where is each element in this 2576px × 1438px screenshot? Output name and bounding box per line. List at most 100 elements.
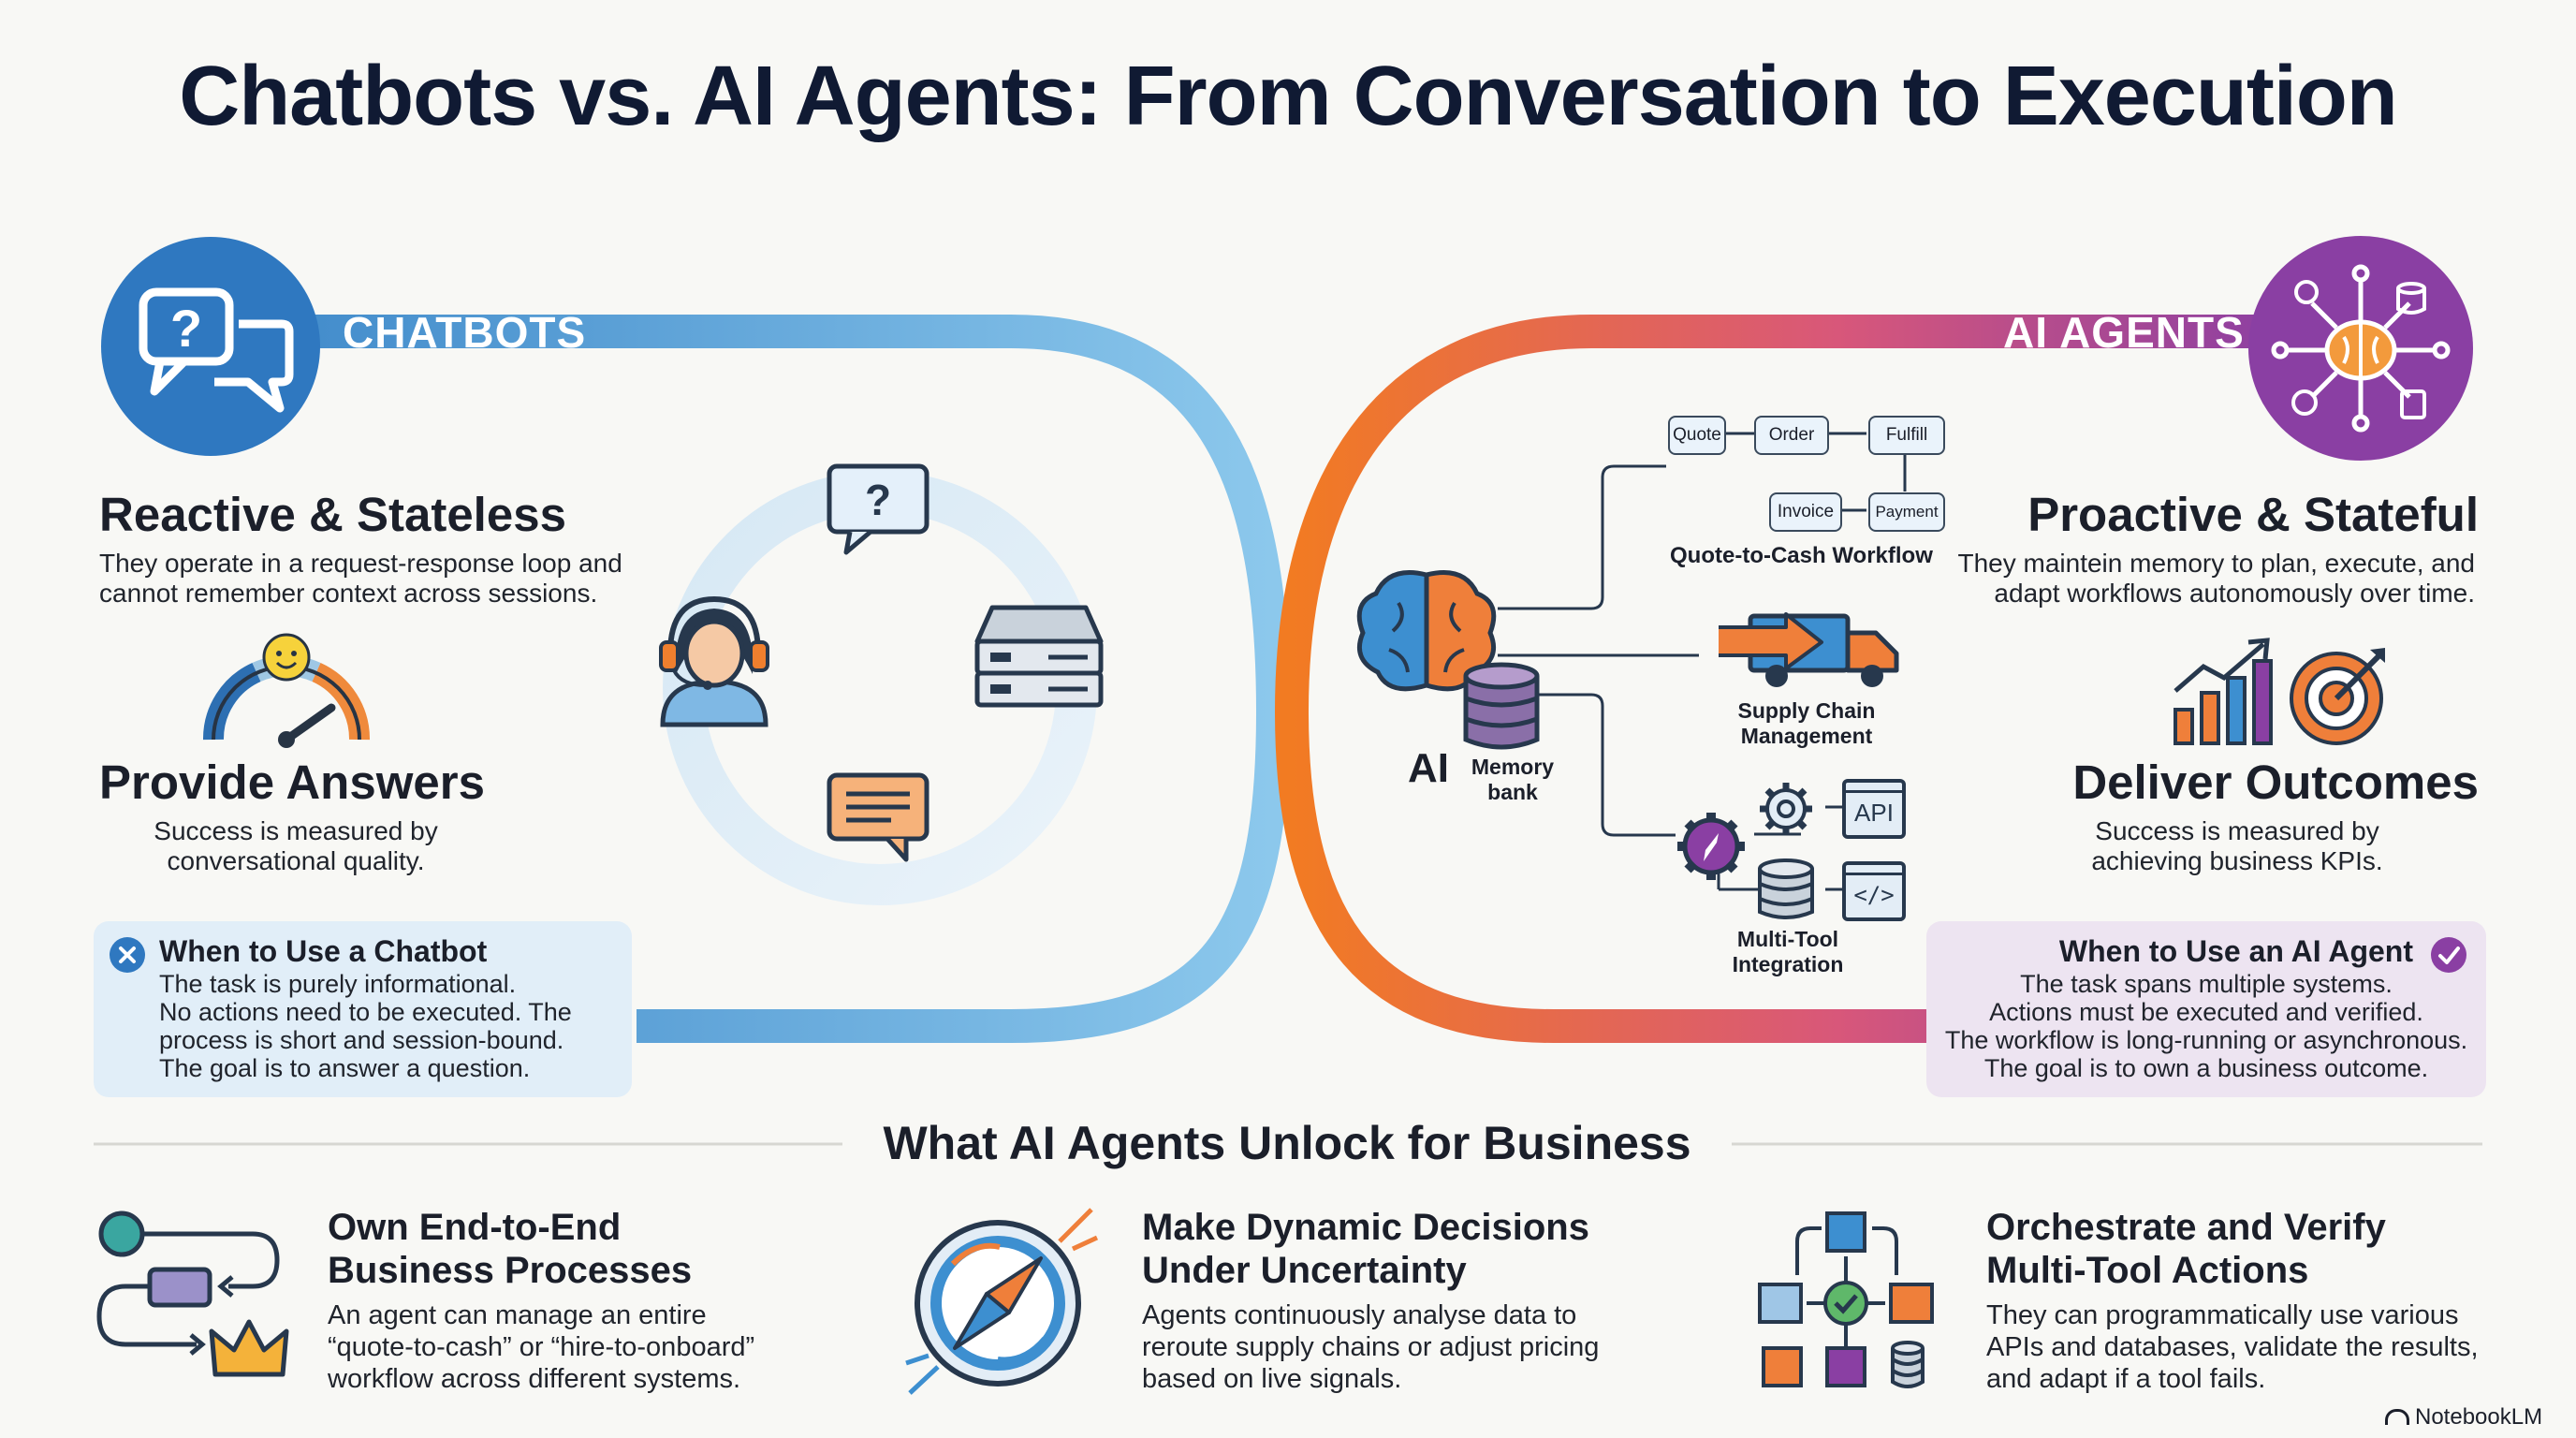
feature-2-text-line: Agents continuously analyse data to: [1142, 1300, 1577, 1330]
agent-trait-text: They maintein memory to plan, execute, a…: [1872, 549, 2475, 609]
agent-goal-title: Deliver Outcomes: [2072, 756, 2479, 809]
support-agent-icon: [659, 595, 769, 727]
feature-3-text-line: and adapt if a tool fails.: [1986, 1364, 2266, 1394]
svg-text:?: ?: [170, 299, 202, 358]
feature-1-text: An agent can manage an entire “quote-to-…: [328, 1299, 754, 1395]
close-icon: [110, 937, 145, 973]
feature-3-title-line-2: Multi-Tool Actions: [1986, 1250, 2309, 1291]
supply-chain-line-1: Supply Chain: [1737, 698, 1876, 723]
chatbot-when-title: When to Use a Chatbot: [159, 934, 488, 968]
gear-icon: [1760, 783, 1812, 835]
workflow-step-quote: Quote: [1668, 416, 1726, 455]
question-bubble-icon: ?: [827, 463, 929, 555]
feature-3-text-line: APIs and databases, validate the results…: [1986, 1332, 2479, 1362]
agent-goal-line-2: achieving business KPIs.: [2091, 846, 2383, 875]
chatbot-trait-line-2: cannot remember context across sessions.: [99, 579, 598, 608]
multi-tool-line-2: Integration: [1732, 952, 1844, 976]
code-box-titlebar: [1846, 865, 1902, 875]
feature-2-title-line-1: Make Dynamic Decisions: [1142, 1207, 1589, 1248]
server-icon: [974, 605, 1104, 708]
workflow-step-fulfill: Fulfill: [1868, 416, 1945, 455]
code-label: </>: [1853, 882, 1895, 908]
database-icon: [1758, 858, 1814, 919]
page-title: Chatbots vs. AI Agents: From Conversatio…: [179, 50, 2398, 143]
multi-tool-label: Multi-Tool Integration: [1685, 927, 1891, 977]
chat-bubble-icon: [827, 772, 929, 862]
chatbot-when-line: The task is purely informational.: [159, 970, 517, 998]
chatbot-goal-text: Success is measured by conversational qu…: [99, 816, 492, 876]
feature-1-title-line-2: Business Processes: [328, 1250, 693, 1291]
chatbot-trait-title: Reactive & Stateless: [99, 488, 566, 541]
feature-2-title: Make Dynamic Decisions Under Uncertainty: [1142, 1206, 1589, 1292]
memory-bank-label: Memory bank: [1460, 755, 1565, 805]
feature-1-text-line: “quote-to-cash” or “hire-to-onboard”: [328, 1332, 755, 1362]
chatbot-when-line: The goal is to answer a question.: [159, 1054, 531, 1082]
supply-chain-label: Supply Chain Management: [1704, 698, 1910, 749]
orchestration-icon: [1758, 1211, 1934, 1388]
memory-bank-line-1: Memory: [1471, 755, 1555, 779]
chatbot-trait-line-1: They operate in a request-response loop …: [99, 549, 622, 578]
feature-2-title-line-2: Under Uncertainty: [1142, 1250, 1467, 1291]
brand-logo-icon: [2385, 1409, 2409, 1425]
agent-trait-title: Proactive & Stateful: [2027, 488, 2479, 541]
agents-badge-icon: [2248, 236, 2473, 461]
feature-3-title-line-1: Orchestrate and Verify: [1986, 1207, 2386, 1248]
agent-trait-line-1: They maintein memory to plan, execute, a…: [1957, 549, 2475, 578]
api-box-titlebar: [1846, 783, 1902, 793]
check-circle-icon: [2431, 937, 2466, 973]
feature-1-text-line: An agent can manage an entire: [328, 1300, 707, 1330]
delivery-truck-icon: [1719, 612, 1899, 687]
agent-goal-text: Success is measured by achieving busines…: [2041, 816, 2434, 876]
svg-text:?: ?: [865, 476, 891, 524]
workflow-step-payment: Payment: [1868, 492, 1945, 532]
feature-3-text-line: They can programmatically use various: [1986, 1300, 2459, 1330]
chatbot-when-line: No actions need to be executed. The: [159, 998, 572, 1026]
feature-3-text: They can programmatically use various AP…: [1986, 1299, 2479, 1395]
memory-bank-line-2: bank: [1487, 780, 1538, 804]
brand-name: NotebookLM: [2415, 1404, 2543, 1430]
chatbot-when-lines: The task is purely informational. No act…: [159, 970, 572, 1082]
chatbot-badge-icon: ?: [101, 237, 320, 456]
feature-1-title: Own End-to-End Business Processes: [328, 1206, 692, 1292]
agent-when-line: The goal is to own a business outcome.: [1983, 1054, 2429, 1082]
workflow-label: Quote-to-Cash Workflow: [1670, 543, 1933, 568]
unlock-heading: What AI Agents Unlock for Business: [883, 1117, 1691, 1169]
chatbot-when-box: When to Use a Chatbot The task is purely…: [94, 921, 632, 1097]
chatbots-header: CHATBOTS: [343, 308, 587, 357]
feature-3-title: Orchestrate and Verify Multi-Tool Action…: [1986, 1206, 2386, 1292]
agent-when-line: The task spans multiple systems.: [2020, 970, 2393, 998]
chatbot-goal-line-2: conversational quality.: [167, 846, 425, 875]
feature-1-text-line: workflow across different systems.: [328, 1364, 741, 1394]
ai-brain-icon: [1356, 570, 1497, 692]
agent-when-line: Actions must be executed and verified.: [1989, 998, 2423, 1026]
brand-badge: NotebookLM: [2385, 1404, 2542, 1431]
workflow-step-invoice: Invoice: [1769, 492, 1842, 532]
ai-label: AI: [1408, 745, 1449, 791]
chatbot-goal-line-1: Success is measured by: [154, 816, 438, 845]
agent-goal-line-1: Success is measured by: [2095, 816, 2379, 845]
code-box: </>: [1842, 861, 1906, 921]
agent-when-line: The workflow is long-running or asynchro…: [1944, 1026, 2468, 1054]
agent-when-title: When to Use an AI Agent: [2058, 934, 2413, 968]
satisfaction-gauge-icon: [202, 633, 371, 748]
api-box: API: [1842, 779, 1906, 839]
memory-bank-icon: [1463, 662, 1540, 750]
feature-2-text: Agents continuously analyse data to rero…: [1142, 1299, 1599, 1395]
multi-tool-line-1: Multi-Tool: [1736, 927, 1839, 951]
supply-chain-line-2: Management: [1740, 724, 1873, 748]
process-flow-icon: [96, 1211, 289, 1377]
agents-header: AI AGENTS: [2003, 308, 2245, 357]
compass-icon: [905, 1208, 1099, 1395]
feature-2-text-line: reroute supply chains or adjust pricing: [1142, 1332, 1600, 1362]
workflow-step-order: Order: [1754, 416, 1829, 455]
feature-1-title-line-1: Own End-to-End: [328, 1207, 622, 1248]
chatbot-when-line: process is short and session-bound.: [159, 1026, 564, 1054]
gear-compass-icon: [1677, 813, 1745, 880]
chatbot-goal-title: Provide Answers: [99, 756, 485, 809]
feature-2-text-line: based on live signals.: [1142, 1364, 1402, 1394]
target-icon: [2290, 648, 2385, 745]
api-label: API: [1854, 799, 1894, 827]
growth-chart-icon: [2174, 638, 2273, 745]
agent-when-box: When to Use an AI Agent The task spans m…: [1926, 921, 2486, 1097]
